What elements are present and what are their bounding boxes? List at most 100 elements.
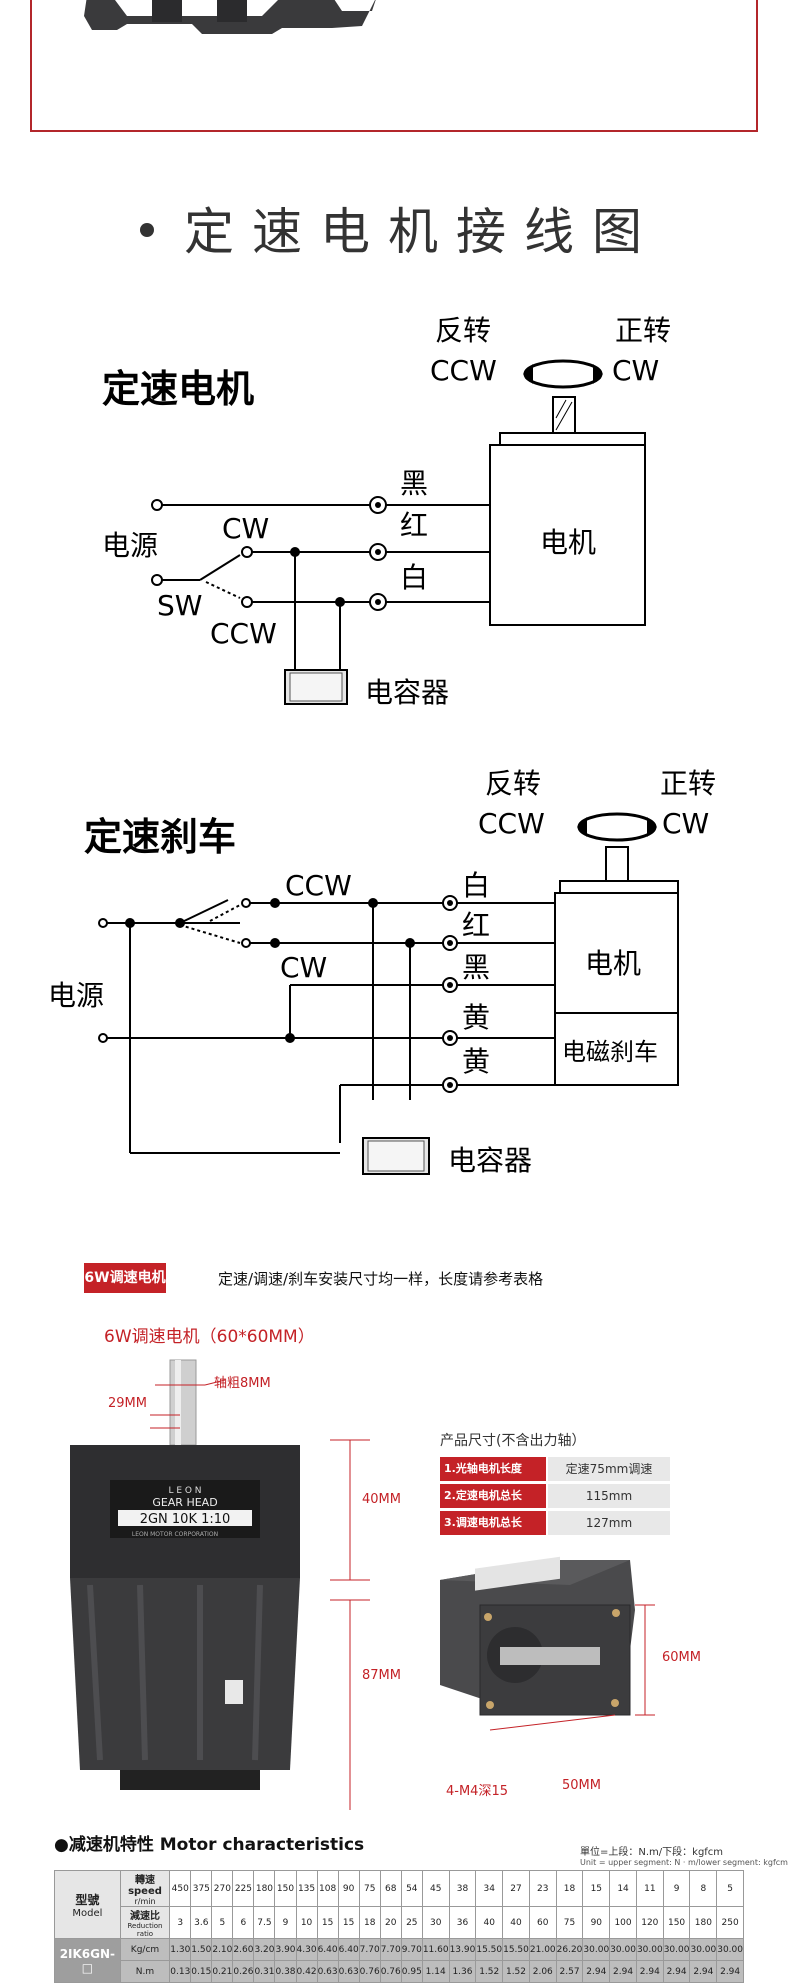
- table-cell: 120: [635, 1906, 664, 1939]
- table-cell: 13.90: [448, 1938, 477, 1961]
- wire-white-label-2: 白: [462, 869, 490, 902]
- table-cell: 18: [555, 1870, 584, 1907]
- wire-yellow1-label: 黄: [462, 1001, 490, 1034]
- table-cell: 0.31: [253, 1960, 276, 1983]
- switch-cw-label-2: CW: [280, 951, 327, 984]
- table-cell: 6.40: [337, 1938, 360, 1961]
- table-cell: 1.52: [475, 1960, 504, 1983]
- forward-label: 正转: [615, 314, 671, 347]
- table-cell: 40: [475, 1906, 504, 1939]
- table-cell: 26.20: [555, 1938, 584, 1961]
- motor-photo: L E O N GEAR HEAD 2GN 10K 1:10 LEON MOTO…: [70, 1359, 300, 1790]
- table-cell: 2.94: [582, 1960, 611, 1983]
- table-cell: 27: [502, 1870, 530, 1907]
- table-cell: 0.13: [169, 1960, 192, 1983]
- characteristics-title: ●减速机特性 Motor characteristics: [54, 1835, 365, 1855]
- spec-row: 3.调速电机总长 127mm: [440, 1511, 670, 1537]
- wire-white-label: 白: [400, 561, 428, 594]
- table-cell: 270: [211, 1870, 234, 1907]
- table-cell: 250: [716, 1906, 744, 1939]
- table-cell: 9: [274, 1906, 297, 1939]
- bottom-dim-label: 50MM: [562, 1778, 601, 1793]
- table-cell: 9.70: [400, 1938, 423, 1961]
- table-cell: 5: [716, 1870, 744, 1907]
- diagram1-title: 定速电机: [102, 367, 254, 411]
- table-cell: 7.70: [358, 1938, 381, 1961]
- capacitor-label-2: 电容器: [448, 1144, 532, 1177]
- wiring-diagram-fixed-speed-brake: 定速刹车 反转 CCW 正转 CW 电机 电磁刹车 白 红 黑 黄 黄: [48, 767, 716, 1177]
- table-cell: 90: [337, 1870, 360, 1907]
- table-cell: 0.26: [232, 1960, 255, 1983]
- unit-note: 單位=上段：N.m/下段：kgfcm Unit = upper segment:…: [580, 1847, 788, 1867]
- table-cell: 15: [316, 1906, 339, 1939]
- table-cell: 1.52: [502, 1960, 530, 1983]
- table-cell: 0.21: [211, 1960, 234, 1983]
- table-cell: 2.94: [609, 1960, 637, 1983]
- motor-box-2: [554, 892, 679, 1014]
- table-cell: 34: [475, 1870, 504, 1907]
- table-cell: 54: [400, 1870, 423, 1907]
- table-cell: 15: [582, 1870, 611, 1907]
- label-corp: LEON MOTOR CORPORATION: [132, 1531, 218, 1538]
- table-cell: 6: [232, 1906, 255, 1939]
- motor-base-image: [84, 0, 376, 34]
- shaft-len-label: 29MM: [108, 1396, 147, 1411]
- gearhead-photo: [440, 1556, 655, 1731]
- table-cell: 3.90: [274, 1938, 297, 1961]
- table-cell: 2.06: [528, 1960, 557, 1983]
- install-note: 定速/调速/刹车安装尺寸均一样，长度请参考表格: [218, 1270, 544, 1288]
- table-cell: 2.10: [211, 1938, 234, 1961]
- table-cell: 20: [379, 1906, 402, 1939]
- table-cell: 8: [689, 1870, 718, 1907]
- wire-red-label: 红: [400, 509, 428, 542]
- product-frame: [30, 0, 758, 132]
- table-cell: 150: [662, 1906, 691, 1939]
- table-cell: 14: [609, 1870, 637, 1907]
- reverse-label-2: 反转: [485, 767, 541, 800]
- wire-black-label: 黑: [400, 467, 428, 500]
- motor-label: 电机: [540, 526, 596, 559]
- rotation-arrow-icon: [523, 359, 603, 389]
- table-cell: 180: [689, 1906, 718, 1939]
- table-cell: 25: [400, 1906, 423, 1939]
- table-cell: 1.50: [190, 1938, 213, 1961]
- table-cell: 2.94: [716, 1960, 744, 1983]
- forward-label-2: 正转: [660, 767, 716, 800]
- table-cell: 30.00: [716, 1938, 744, 1961]
- table-cell: 15.50: [475, 1938, 504, 1961]
- table-cell: 3.20: [253, 1938, 276, 1961]
- table-cell: 1.14: [421, 1960, 450, 1983]
- cw-label-2: CW: [662, 807, 709, 840]
- table-cell: 15.50: [502, 1938, 530, 1961]
- wire-yellow2-label: 黄: [462, 1045, 490, 1078]
- diagram2-title: 定速刹车: [84, 815, 236, 859]
- ccw-label: CCW: [430, 354, 497, 387]
- capacitor-icon-2: [362, 1137, 430, 1175]
- reverse-label: 反转: [435, 314, 491, 347]
- table-cell: 1.30: [169, 1938, 192, 1961]
- table-cell: 2.94: [662, 1960, 691, 1983]
- section-title: 定速电机接线图: [0, 192, 800, 264]
- capacitor-label: 电容器: [365, 676, 449, 709]
- table-cell: 30.00: [635, 1938, 664, 1961]
- table-cell: 7.70: [379, 1938, 402, 1961]
- table-cell: 60: [528, 1906, 557, 1939]
- brake-box: [554, 1012, 679, 1086]
- wire-black-label-2: 黑: [462, 951, 490, 984]
- table-cell: 2.94: [635, 1960, 664, 1983]
- table-cell: 375: [190, 1870, 213, 1907]
- table-cell: 30.00: [609, 1938, 637, 1961]
- table-cell: 7.5: [253, 1906, 276, 1939]
- table-cell: 100: [609, 1906, 637, 1939]
- table-cell: 30.00: [689, 1938, 718, 1961]
- table-cell: 68: [379, 1870, 402, 1907]
- body-len-label: 87MM: [362, 1668, 401, 1683]
- switch-cw-label: CW: [222, 512, 269, 545]
- motor-dimensions: [150, 1379, 370, 1810]
- gear-len-label: 40MM: [362, 1492, 401, 1507]
- table-cell: 0.38: [274, 1960, 297, 1983]
- table-cell: 0.63: [316, 1960, 339, 1983]
- table-cell: 30.00: [662, 1938, 691, 1961]
